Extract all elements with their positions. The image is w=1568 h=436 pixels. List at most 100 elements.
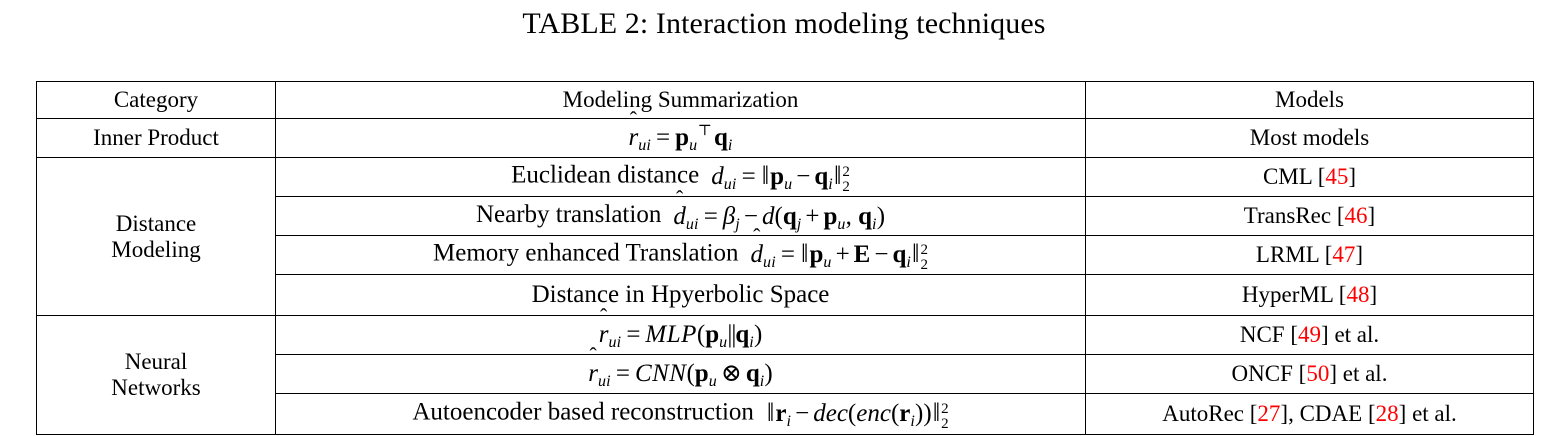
sym-minus: − bbox=[874, 241, 889, 269]
citation-bracket-close: ] bbox=[1321, 322, 1329, 348]
sym-E: E bbox=[853, 241, 871, 269]
citation-bracket-open: [ bbox=[1249, 401, 1258, 427]
sym-tensor: ⊗ bbox=[720, 360, 742, 388]
sym-d: d bbox=[711, 163, 724, 191]
table-row-mlp: Neural Networks ̂rui=MLP(pu||qi) NCF [49… bbox=[36, 315, 1534, 435]
model-name: ONCF bbox=[1231, 361, 1293, 387]
citation-bracket-open: [ bbox=[1338, 282, 1347, 308]
sub-ui: ui bbox=[597, 373, 611, 391]
citation-bracket-close: ] bbox=[1367, 203, 1376, 229]
models-hyperml: HyperML [48] bbox=[1085, 274, 1534, 316]
sub-ui: ui bbox=[638, 137, 652, 155]
citation-number: 48 bbox=[1346, 282, 1370, 308]
sym-p: p bbox=[823, 202, 838, 230]
model-name: AutoRec bbox=[1162, 401, 1244, 427]
models-suffix: et al. bbox=[1342, 361, 1388, 387]
sym-q: q bbox=[735, 321, 750, 349]
sym-dec: dec bbox=[813, 400, 848, 428]
category-line-1: Neural bbox=[124, 349, 188, 375]
sub-u: u bbox=[837, 215, 846, 233]
citation-bracket-close: ] bbox=[1329, 361, 1337, 387]
sub-ui: ui bbox=[723, 175, 737, 193]
sub-j: j bbox=[796, 215, 802, 233]
header-category: Category bbox=[36, 81, 276, 119]
label-euclidean: Euclidean distance bbox=[511, 161, 700, 189]
models-inner-product: Most models bbox=[1085, 118, 1534, 158]
citation-number: 49 bbox=[1298, 322, 1322, 348]
table-row-cnn: ̂rui=CNN(pu⊗qi) ONCF [50] et al. bbox=[37, 354, 1534, 394]
norm-bar-open: ‖ bbox=[761, 160, 770, 191]
sym-transpose: ⊤ bbox=[697, 122, 712, 139]
sub-u: u bbox=[823, 253, 832, 271]
formula-inner-product: ̂rui=pu⊤ qi bbox=[275, 118, 1086, 158]
sub-ui: ui bbox=[685, 215, 699, 233]
models-lrml: LRML [47] bbox=[1085, 235, 1534, 275]
label-nearby: Nearby translation bbox=[475, 201, 662, 229]
sub-u: u bbox=[708, 373, 717, 391]
formula-hyperbolic: Distance in Hpyerbolic Space bbox=[275, 274, 1086, 316]
models-oncf: ONCF [50] et al. bbox=[1085, 354, 1534, 394]
models-transrec: TransRec [46] bbox=[1085, 196, 1534, 236]
citation-bracket-open: [ bbox=[1317, 164, 1326, 190]
models-suffix: et al. bbox=[1334, 322, 1380, 348]
sub-ui: ui bbox=[608, 334, 622, 352]
formula-autoencoder: Autoencoder based reconstruction ‖ri−dec… bbox=[275, 393, 1086, 435]
sub-i: i bbox=[910, 412, 916, 430]
citation-bracket-close: ] bbox=[1355, 242, 1364, 268]
sub-i: i bbox=[872, 215, 877, 233]
sym-q: q bbox=[892, 241, 907, 269]
citation-bracket-close-2: ] bbox=[1398, 401, 1407, 427]
norm-bar-open: ‖ bbox=[766, 397, 775, 428]
sym-equals: = bbox=[741, 163, 756, 191]
citation-bracket-close: ] bbox=[1369, 282, 1378, 308]
sym-mlp: MLP bbox=[645, 321, 697, 349]
model-name: NCF bbox=[1239, 322, 1285, 348]
model-name: CML bbox=[1262, 164, 1312, 190]
math-expression: ̂rui=MLP(pu||qi) bbox=[598, 321, 763, 352]
sym-q: q bbox=[782, 202, 797, 230]
category-line-1: Distance bbox=[115, 210, 197, 236]
citation-bracket-open-2: [ bbox=[1367, 401, 1376, 427]
models-ncf: NCF [49] et al. bbox=[1085, 315, 1534, 355]
header-models: Models bbox=[1085, 81, 1534, 119]
citation-bracket-open: [ bbox=[1324, 242, 1333, 268]
category-neural-networks: Neural Networks bbox=[36, 315, 276, 435]
citation-number-2: 28 bbox=[1375, 401, 1399, 427]
models-mid: , CDAE bbox=[1288, 401, 1363, 427]
sym-equals: = bbox=[615, 360, 630, 388]
norm-sub: 2 bbox=[920, 256, 928, 273]
norm-sup: 2 bbox=[842, 164, 850, 181]
citation-bracket-close: ] bbox=[1348, 164, 1357, 190]
sub-j: j bbox=[735, 215, 740, 233]
model-name: LRML bbox=[1255, 242, 1319, 268]
model-name: HyperML bbox=[1241, 282, 1334, 308]
sub-i: i bbox=[786, 412, 792, 430]
sym-q: q bbox=[745, 360, 760, 388]
sym-plus: + bbox=[805, 202, 820, 230]
table-row-nearby-translation: Nearby translation ̂dui=βj−d(qj+pu, qi) … bbox=[37, 196, 1534, 236]
sym-minus: − bbox=[796, 163, 811, 191]
sym-equals: = bbox=[780, 241, 795, 269]
category-line-2: Networks bbox=[111, 375, 201, 400]
sym-q: q bbox=[713, 124, 728, 152]
models-cml: CML [45] bbox=[1085, 157, 1534, 197]
sub-i: i bbox=[906, 253, 912, 271]
citation-bracket-open: [ bbox=[1298, 361, 1307, 387]
norm-bar-close: ‖ bbox=[912, 238, 920, 269]
models-suffix: et al. bbox=[1412, 401, 1457, 427]
sym-r: r bbox=[588, 360, 598, 388]
citation-bracket-close: ] bbox=[1280, 401, 1289, 427]
math-expression: ̂dui=‖pu+E−qi‖22 bbox=[744, 238, 928, 272]
sym-minus: − bbox=[795, 400, 810, 428]
sym-p: p bbox=[675, 124, 690, 152]
norm-bar-close: ‖ bbox=[833, 160, 842, 191]
sub-u: u bbox=[719, 334, 728, 352]
table-row-autoencoder: Autoencoder based reconstruction ‖ri−dec… bbox=[37, 393, 1534, 435]
sym-cnn: CNN bbox=[634, 360, 687, 388]
citation-number: 27 bbox=[1257, 401, 1281, 427]
sym-plus: + bbox=[835, 241, 850, 269]
